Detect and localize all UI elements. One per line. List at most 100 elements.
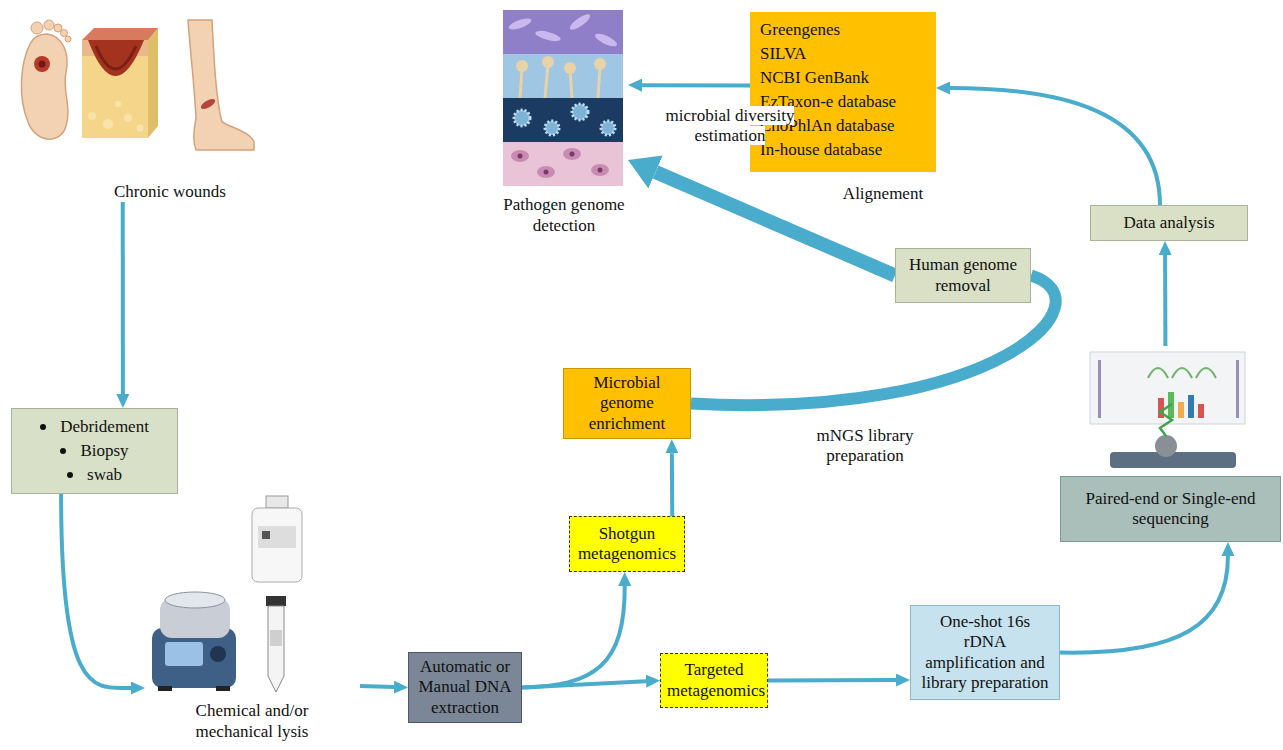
pathogen-panel-drawing-part bbox=[503, 54, 623, 98]
reagent-bottle-drawing-part bbox=[258, 526, 296, 548]
foot-sole-drawing-part bbox=[39, 61, 46, 68]
vortex-mixer-drawing-part bbox=[165, 642, 203, 666]
list-item: swab bbox=[20, 463, 169, 487]
pathogen-panel-drawing-part bbox=[534, 29, 561, 43]
foot-sole-drawing-part bbox=[65, 36, 71, 42]
foot-sole-drawing-part bbox=[21, 34, 68, 139]
pathogen-panel-drawing-part bbox=[503, 10, 623, 54]
process-box: Data analysis bbox=[1090, 205, 1248, 241]
vortex-mixer-drawing-part bbox=[216, 686, 230, 691]
sequencer-drawing-part bbox=[1198, 404, 1204, 418]
sample-tube-drawing-part bbox=[268, 606, 284, 692]
pathogen-panel-drawing-part bbox=[563, 148, 581, 160]
leg-drawing-part bbox=[188, 20, 254, 150]
edge-label-text: microbial diversity estimation bbox=[666, 106, 795, 145]
flow-arrow bbox=[522, 586, 625, 688]
reagent-bottle-drawing-part bbox=[262, 531, 270, 539]
sequencer-drawing-part bbox=[1148, 368, 1216, 378]
lysis-illustration: Chemical and/or mechanical lysis bbox=[145, 492, 360, 742]
pathogen-panel-drawing-part bbox=[545, 121, 559, 135]
flow-arrow bbox=[522, 681, 646, 687]
flow-arrow bbox=[670, 453, 674, 516]
pathogen-panel-drawing-part bbox=[594, 58, 606, 70]
wound-section-drawing-part bbox=[124, 114, 132, 122]
sequencer-drawing-part bbox=[1160, 404, 1172, 436]
list-item: Biopsy bbox=[20, 439, 169, 463]
caption-text: Chronic wounds bbox=[100, 182, 240, 202]
sampling-box: DebridementBiopsyswab bbox=[11, 408, 178, 494]
sequencer-drawing-part bbox=[1188, 395, 1194, 418]
pathogen-panel-drawing bbox=[503, 10, 623, 186]
process-box: Human genome removal bbox=[895, 248, 1031, 303]
edge-label-text: mNGS library preparation bbox=[817, 426, 914, 465]
pathogen-panel-drawing-part bbox=[598, 168, 603, 173]
wound-section-drawing-part bbox=[96, 46, 136, 69]
pathogen-panel-drawing-part bbox=[518, 154, 523, 159]
pathogen-panel-drawing-part bbox=[503, 98, 623, 142]
pathogen-panel-drawing-part bbox=[511, 150, 529, 162]
reagent-bottle-drawing-part bbox=[266, 496, 288, 508]
foot-sole-drawing-part bbox=[31, 22, 43, 34]
box-label: Paired-end or Single-end sequencing bbox=[1069, 489, 1272, 530]
pathogen-panel-drawing-part bbox=[516, 60, 528, 72]
pathogen-panel-drawing-part bbox=[593, 31, 618, 48]
wound-section-drawing-part bbox=[88, 112, 96, 120]
reagent-bottle-drawing-part bbox=[252, 508, 302, 582]
leg-drawing-part bbox=[199, 97, 216, 111]
list-text: Biopsy bbox=[80, 439, 128, 463]
caption-text: Pathogen genome detection bbox=[500, 195, 628, 236]
caption-block: Pathogen genome detection bbox=[500, 195, 628, 236]
wound-section-drawing-part bbox=[115, 101, 121, 107]
pathogen-panel-drawing-part bbox=[564, 62, 576, 74]
sequencer-drawing-part bbox=[1236, 360, 1239, 418]
list-text: Debridement bbox=[60, 415, 149, 439]
vortex-mixer-drawing-part bbox=[158, 686, 172, 691]
bullet-dot bbox=[67, 472, 73, 478]
leg-drawing bbox=[188, 20, 254, 150]
sequencing-box: Paired-end or Single-end sequencing bbox=[1060, 476, 1281, 542]
sequencer-drawing bbox=[1090, 352, 1245, 468]
method-box: Targeted metagenomics bbox=[660, 653, 768, 708]
database-name: SILVA bbox=[760, 42, 926, 66]
sequencer-drawing-part bbox=[1090, 352, 1245, 424]
vortex-mixer-drawing-part bbox=[210, 646, 226, 662]
flow-arrow bbox=[768, 678, 896, 682]
list-item: Debridement bbox=[20, 415, 169, 439]
edge-label: microbial diversity estimation bbox=[660, 106, 800, 147]
process-box: Microbial genome enrichment bbox=[563, 368, 691, 439]
sequencing-node: Paired-end or Single-end sequencing bbox=[1060, 346, 1281, 542]
pathogen-panel-drawing-part bbox=[570, 152, 575, 157]
pathogen-panel-drawing-part bbox=[537, 166, 555, 178]
vortex-mixer-drawing bbox=[152, 592, 236, 691]
flow-arrow bbox=[1060, 556, 1228, 653]
wound-illustration: Chronic wounds bbox=[8, 18, 263, 202]
foot-sole-drawing-part bbox=[44, 20, 54, 30]
flow-arrow bbox=[121, 202, 125, 394]
box-label: One-shot 16s rDNA amplification and libr… bbox=[917, 612, 1053, 694]
flow-arrow bbox=[1163, 255, 1167, 346]
database-name: In-house database bbox=[760, 138, 926, 162]
illustration-space bbox=[1060, 346, 1281, 476]
sample-tube-drawing-part bbox=[266, 596, 286, 606]
box-label: Automatic or Manual DNA extraction bbox=[415, 657, 515, 718]
caption-block: Chronic wounds bbox=[100, 182, 240, 202]
flow-arrow bbox=[61, 494, 131, 688]
flow-arrow bbox=[360, 686, 394, 687]
method-box: Shotgun metagenomics bbox=[569, 516, 685, 572]
list-text: swab bbox=[87, 463, 122, 487]
caption-block: Chemical and/or mechanical lysis bbox=[172, 701, 332, 742]
box-label: Microbial genome enrichment bbox=[570, 373, 684, 434]
wound-section-drawing-part bbox=[82, 28, 158, 40]
process-box: One-shot 16s rDNA amplification and libr… bbox=[910, 605, 1060, 700]
pathogen-panel-drawing-part bbox=[601, 121, 615, 135]
wound-section-drawing-part bbox=[103, 119, 113, 129]
sequencer-drawing-part bbox=[1178, 402, 1184, 418]
sequencer-drawing-part bbox=[1155, 435, 1177, 457]
edge-label: mNGS library preparation bbox=[800, 426, 930, 467]
box-label: Human genome removal bbox=[902, 255, 1024, 296]
sequencer-drawing-part bbox=[1098, 360, 1101, 418]
database-list-box: GreengenesSILVANCBI GenBankEzTaxon-e dat… bbox=[750, 12, 936, 172]
wound-section-drawing-part bbox=[88, 40, 144, 76]
wound-section-drawing-part bbox=[82, 40, 148, 138]
pathogen-panel-drawing-part bbox=[542, 56, 554, 68]
